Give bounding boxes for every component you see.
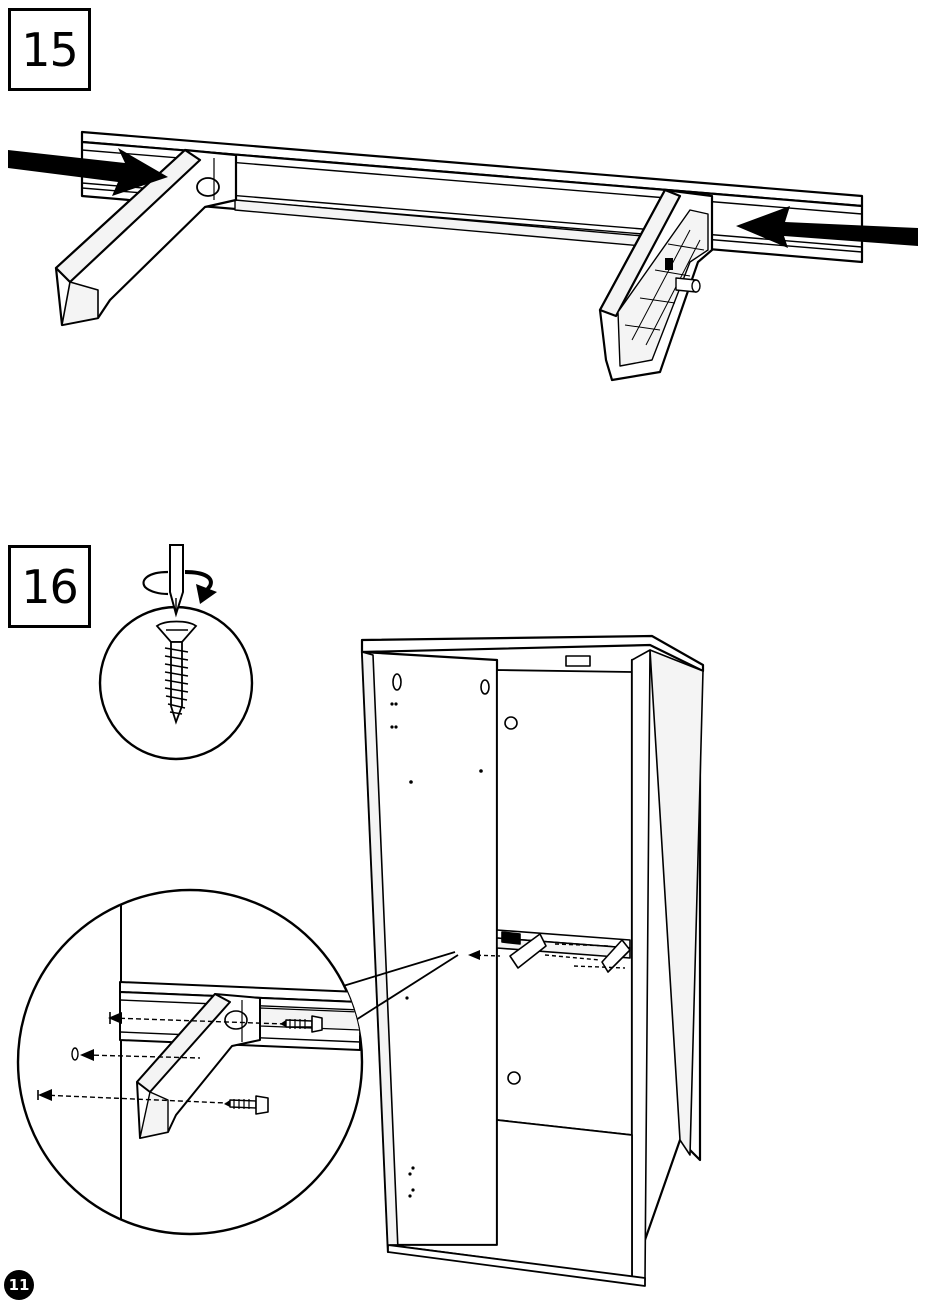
cabinet-back [497, 670, 632, 1135]
page-number: 11 [4, 1270, 34, 1300]
rail-bracket-illustration [18, 880, 408, 1240]
cabinet-illustration [330, 636, 703, 1286]
screw-detail [100, 545, 252, 759]
step-15-rail-assembly [8, 132, 918, 380]
screwdriver-icon [170, 545, 183, 614]
